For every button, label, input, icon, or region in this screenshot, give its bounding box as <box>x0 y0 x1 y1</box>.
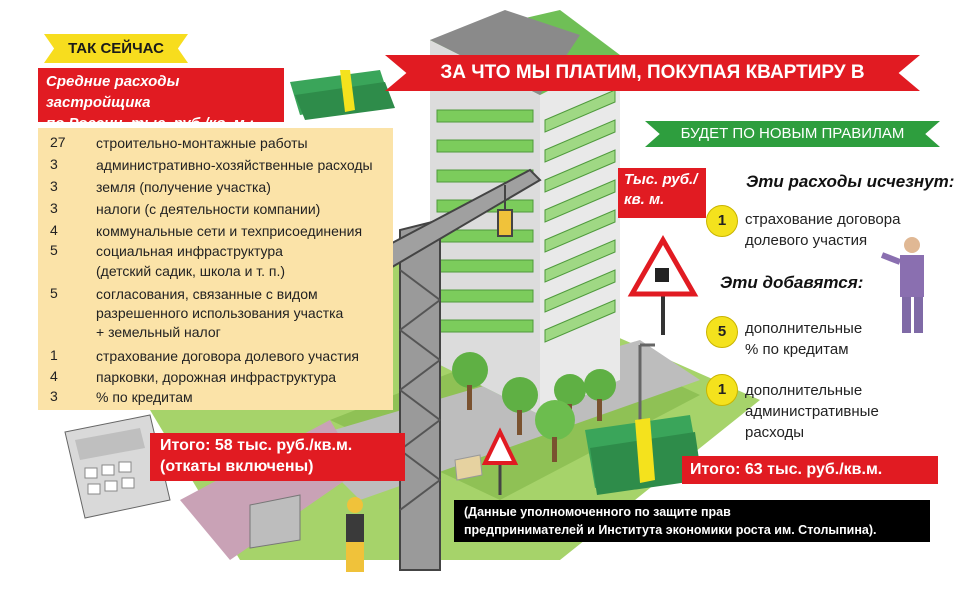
current-state-tag: ТАК СЕЙЧАС <box>44 34 188 63</box>
add-value-badge: 5 <box>706 316 738 348</box>
item-value: 3 <box>50 156 58 172</box>
item-line: страхование договора <box>745 211 901 228</box>
item-value: 4 <box>50 368 58 384</box>
total-line-2: (откаты включены) <box>160 458 314 475</box>
item-value: 4 <box>50 222 58 238</box>
item-value: 5 <box>50 242 58 258</box>
item-value: 3 <box>50 388 58 404</box>
disappear-heading: Эти расходы исчезнут: <box>746 172 955 191</box>
money-stack-top <box>290 70 395 120</box>
source-line-2: предпринимателей и Института экономики р… <box>464 523 877 537</box>
item-text: административно-хозяйственные расходы <box>96 157 373 173</box>
item-text: коммунальные сети и техприсоединения <box>96 223 363 239</box>
item-value: 3 <box>50 178 58 194</box>
item-value: 3 <box>50 200 58 216</box>
item-line: дополнительные <box>745 382 863 399</box>
item-text: парковки, дорожная инфраструктура <box>96 369 337 385</box>
item-line: дополнительные <box>745 320 863 337</box>
item-line: расходы <box>745 424 805 441</box>
businessman <box>880 237 924 333</box>
item-line: административные <box>745 403 879 420</box>
cost-list: 27 строительно-монтажные работы 3 админи… <box>38 128 393 410</box>
item-value: 27 <box>50 134 66 150</box>
add-value-badge: 1 <box>706 374 738 406</box>
trees <box>452 352 616 462</box>
developer-costs-subtitle: Средние расходы застройщика по России, т… <box>38 68 284 132</box>
add-item-text: дополнительные административные расходы <box>745 380 879 443</box>
crane <box>351 168 542 571</box>
unit-label: Тыс. руб./ кв. м. <box>618 168 706 218</box>
road-work-sign <box>481 427 519 495</box>
item-text: разрешенного использования участка <box>96 305 344 321</box>
item-value: 1 <box>50 347 58 363</box>
building <box>430 10 620 415</box>
unit-line-1: Тыс. руб./ <box>624 171 698 188</box>
subtitle-line-1: Средние расходы застройщика <box>46 73 180 111</box>
worker <box>346 497 364 572</box>
add-heading: Эти добавятся: <box>720 273 864 292</box>
warning-sign <box>627 234 699 335</box>
item-text: согласования, связанные с видом <box>96 286 318 302</box>
unit-line-2: кв. м. <box>624 191 665 208</box>
total-line-1: Итого: 58 тыс. руб./кв.м. <box>160 437 353 454</box>
item-value: 5 <box>50 285 58 301</box>
item-text: строительно-монтажные работы <box>96 135 308 151</box>
new-rules-tag: БУДЕТ ПО НОВЫМ ПРАВИЛАМ <box>645 121 940 147</box>
add-item-text: дополнительные % по кредитам <box>745 318 862 360</box>
item-text: + земельный налог <box>96 324 221 340</box>
item-text: социальная инфраструктура <box>96 243 283 259</box>
item-line: % по кредитам <box>745 341 849 358</box>
disappear-value-badge: 1 <box>706 205 738 237</box>
subtitle-line-2: по России, тыс. руб./кв. м.: <box>46 115 254 132</box>
money-stack-bottom <box>585 415 702 495</box>
item-line: долевого участия <box>745 232 868 249</box>
disappear-item-text: страхование договора долевого участия <box>745 209 900 251</box>
item-text: % по кредитам <box>96 389 193 405</box>
item-text: земля (получение участка) <box>96 179 271 195</box>
item-text: страхование договора долевого участия <box>96 348 360 364</box>
main-title-banner: ЗА ЧТО МЫ ПЛАТИМ, ПОКУПАЯ КВАРТИРУ В НОВ… <box>385 55 920 91</box>
calculator <box>64 414 171 519</box>
source-note: (Данные уполномоченного по защите прав п… <box>454 500 930 542</box>
current-total: Итого: 58 тыс. руб./кв.м. (откаты включе… <box>150 433 405 481</box>
source-line-1: (Данные уполномоченного по защите прав <box>464 505 731 519</box>
item-text: налоги (с деятельности компании) <box>96 201 321 217</box>
item-text: (детский садик, школа и т. п.) <box>96 263 286 279</box>
new-total: Итого: 63 тыс. руб./кв.м. <box>682 456 938 484</box>
